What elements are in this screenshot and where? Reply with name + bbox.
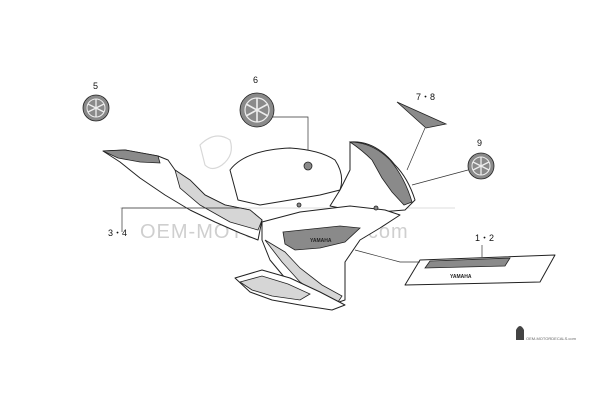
upper-fairing [329, 141, 416, 213]
watermark-rider-outline [199, 135, 232, 170]
tail-tip [102, 149, 161, 164]
decal-panel-stripe [424, 257, 511, 269]
emblem-9-tuning-forks-icon [472, 157, 490, 175]
callout-7-8: 7・8 [416, 92, 435, 102]
emblem-5 [82, 94, 110, 122]
callout-3-4: 3・4 [108, 228, 127, 238]
callout-9: 9 [477, 138, 482, 148]
lower-cowl [234, 269, 346, 311]
side-fairing: YAMAHA [261, 202, 401, 306]
leader-9 [411, 169, 469, 186]
side-fairing-stripe [264, 239, 343, 303]
upper-fairing-edge [348, 141, 413, 206]
leader-6 [272, 116, 309, 165]
footer-watermark-text: OEM-MOTORDECALS.com [526, 336, 577, 341]
leader-1-2 [354, 249, 420, 263]
decal-7-8 [396, 101, 448, 129]
side-brand-text: YAMAHA [310, 238, 332, 244]
decal-panel-1-2: YAMAHA [404, 254, 556, 286]
leader-7-8 [406, 127, 426, 171]
footer-rider-icon [516, 326, 524, 340]
emblem-6 [239, 92, 275, 128]
emblem-9 [467, 152, 495, 180]
panel-brand-text: YAMAHA [450, 274, 472, 280]
tank-emblem-mark [303, 161, 313, 171]
footer-watermark: OEM-MOTORDECALS.com [516, 326, 577, 341]
side-fairing-panel [282, 225, 361, 251]
tail-cowl [102, 149, 263, 241]
callout-1-2: 1・2 [475, 233, 494, 243]
tank-body [229, 147, 343, 206]
emblem-6-tuning-forks-icon [245, 98, 269, 122]
emblem-5-tuning-forks-icon [87, 99, 105, 117]
fuel-tank [229, 147, 343, 206]
callout-6: 6 [253, 75, 258, 85]
callout-5: 5 [93, 81, 98, 91]
lower-cowl-stripe [239, 275, 311, 301]
fairing-bolt [373, 205, 379, 211]
tank-bolt [296, 202, 302, 208]
leader-3-4 [121, 207, 240, 232]
tail-stripe [174, 169, 263, 231]
